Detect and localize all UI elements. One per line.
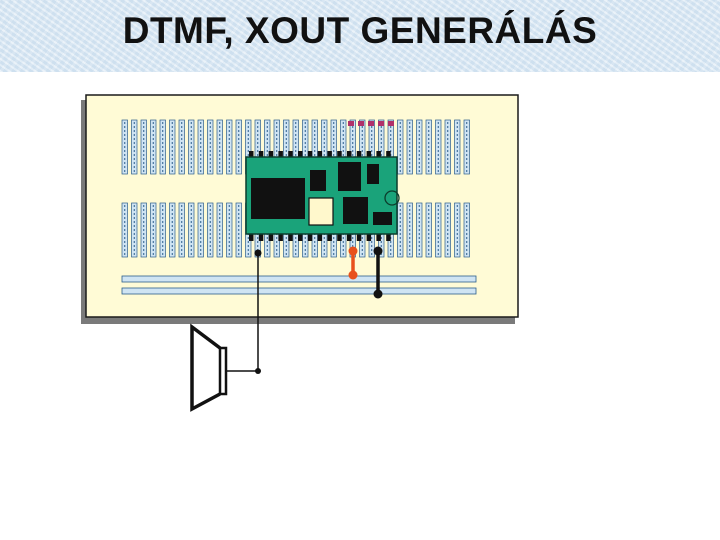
module-pin	[249, 234, 254, 241]
module-pin	[327, 234, 332, 241]
module-pin	[258, 151, 264, 158]
header-pins	[348, 121, 394, 126]
title-bar	[0, 0, 720, 72]
module-pin	[288, 151, 293, 158]
speaker-icon	[190, 323, 228, 412]
module-pin	[337, 234, 342, 241]
microcontroller-chip	[251, 178, 305, 219]
module-pin	[356, 151, 362, 158]
module-pin	[337, 151, 342, 158]
chip-small-3	[367, 164, 379, 184]
module-pin	[298, 151, 303, 158]
module-pin	[347, 151, 352, 158]
module-pin	[298, 234, 303, 241]
module-pin	[317, 234, 323, 241]
module-pin	[366, 234, 372, 241]
module-pins-top	[249, 151, 391, 158]
chip-small-2	[338, 162, 361, 191]
contact-strips-top	[121, 119, 470, 175]
module-led-ring	[384, 190, 400, 206]
module-pin	[278, 234, 283, 241]
module-pin	[366, 151, 372, 158]
module-pins-bottom	[249, 234, 391, 241]
black-jumper-wire	[373, 246, 383, 299]
page-title: DTMF, XOUT GENERÁLÁS	[122, 10, 598, 51]
module-pin	[376, 234, 381, 241]
module-pin	[386, 151, 391, 158]
chip-small-4	[343, 197, 368, 224]
module-pin	[317, 151, 323, 158]
power-rail-bottom	[121, 287, 477, 295]
chip-small-5	[373, 212, 392, 225]
module-pin	[386, 234, 391, 241]
module-pin	[258, 234, 264, 241]
module-pin	[288, 234, 293, 241]
red-jumper-wire	[348, 246, 358, 280]
power-rail-top	[121, 275, 477, 283]
module-pin	[356, 234, 362, 241]
output-wire	[224, 249, 262, 374]
module-pin	[327, 151, 332, 158]
module-pin	[278, 151, 283, 158]
module-pin	[376, 151, 381, 158]
module-pin	[268, 151, 274, 158]
module-pin	[249, 151, 254, 158]
chip-small-1	[310, 170, 326, 191]
module-pin	[268, 234, 274, 241]
crystal-block	[308, 197, 334, 226]
module-pin	[307, 151, 313, 158]
module-pin	[347, 234, 352, 241]
module-pin	[307, 234, 313, 241]
